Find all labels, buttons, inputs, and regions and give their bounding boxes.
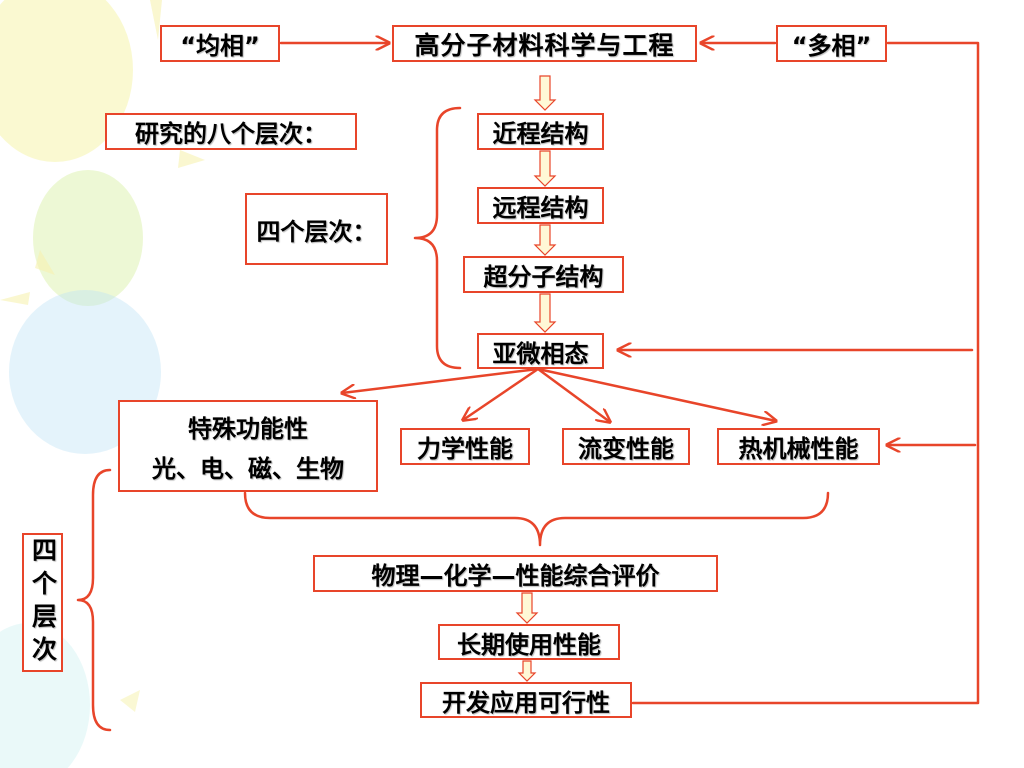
title-box: 高分子材料科学与工程 — [392, 25, 697, 62]
decorative-ray — [35, 250, 55, 275]
property-label: 流变性能 — [578, 435, 674, 463]
structure-level-box: 超分子结构 — [463, 256, 624, 293]
page-title: 高分子材料科学与工程 — [414, 30, 675, 60]
hollow-arrow-down — [517, 660, 537, 682]
evaluation-label: 物理—化学—性能综合评价 — [371, 562, 660, 590]
decorative-balloon-green — [33, 170, 143, 306]
evaluation-box: 物理—化学—性能综合评价 — [313, 555, 718, 592]
decorative-ray — [150, 0, 162, 40]
heterogeneous-label: “多相” — [791, 32, 872, 60]
special-function-title: 特殊功能性 — [188, 414, 308, 443]
heterogeneous-box: “多相” — [776, 25, 887, 62]
structure-level-box: 亚微相态 — [477, 333, 604, 369]
eight-levels-label: 研究的八个层次： — [135, 120, 327, 148]
decorative-balloon-yellow — [0, 0, 133, 162]
brace-structure-levels — [413, 106, 462, 370]
four-levels-box: 四个层次： — [245, 193, 388, 265]
structure-level-label: 远程结构 — [492, 194, 589, 222]
structure-level-label: 超分子结构 — [483, 263, 604, 291]
structure-level-label: 亚微相态 — [492, 339, 589, 368]
connector-heterogeneous-loop — [631, 41, 980, 705]
hollow-arrow-down — [533, 75, 557, 111]
property-box: 热机械性能 — [717, 428, 880, 465]
special-function-box: 特殊功能性 光、电、磁、生物 — [118, 400, 378, 492]
property-label: 热机械性能 — [738, 435, 859, 463]
property-box: 力学性能 — [400, 428, 530, 465]
structure-level-box: 近程结构 — [477, 113, 604, 150]
homogeneous-box: “均相” — [160, 25, 280, 62]
decorative-ray — [0, 292, 30, 305]
property-label: 力学性能 — [417, 435, 513, 463]
vertical-four-levels-box: 四个层次 — [22, 533, 63, 672]
vertical-four-levels-label: 四个层次 — [28, 536, 58, 669]
application-feasibility-box: 开发应用可行性 — [420, 682, 632, 718]
four-levels-label: 四个层次： — [256, 217, 377, 246]
application-feasibility-label: 开发应用可行性 — [442, 688, 610, 717]
structure-level-box: 远程结构 — [477, 187, 604, 224]
special-function-types: 光、电、磁、生物 — [152, 454, 344, 483]
hollow-arrow-down — [533, 224, 557, 256]
long-term-performance-label: 长期使用性能 — [457, 630, 601, 659]
brace-properties — [243, 491, 830, 547]
eight-levels-box: 研究的八个层次： — [105, 113, 357, 150]
structure-level-label: 近程结构 — [492, 120, 589, 148]
decorative-ray — [120, 690, 140, 712]
arrow-to-rheological — [536, 367, 610, 422]
decorative-ray — [178, 150, 205, 168]
hollow-arrow-down — [533, 150, 557, 187]
brace-four-levels-left — [76, 468, 112, 732]
hollow-arrow-down — [515, 592, 539, 624]
arrow-to-thermomechanical-from-phase — [536, 367, 776, 421]
arrow-to-special-function — [342, 367, 540, 393]
long-term-performance-box: 长期使用性能 — [438, 624, 620, 660]
arrow-to-mechanical — [463, 367, 540, 420]
hollow-arrow-down — [533, 293, 557, 333]
property-box: 流变性能 — [562, 428, 690, 465]
homogeneous-label: “均相” — [180, 32, 260, 60]
